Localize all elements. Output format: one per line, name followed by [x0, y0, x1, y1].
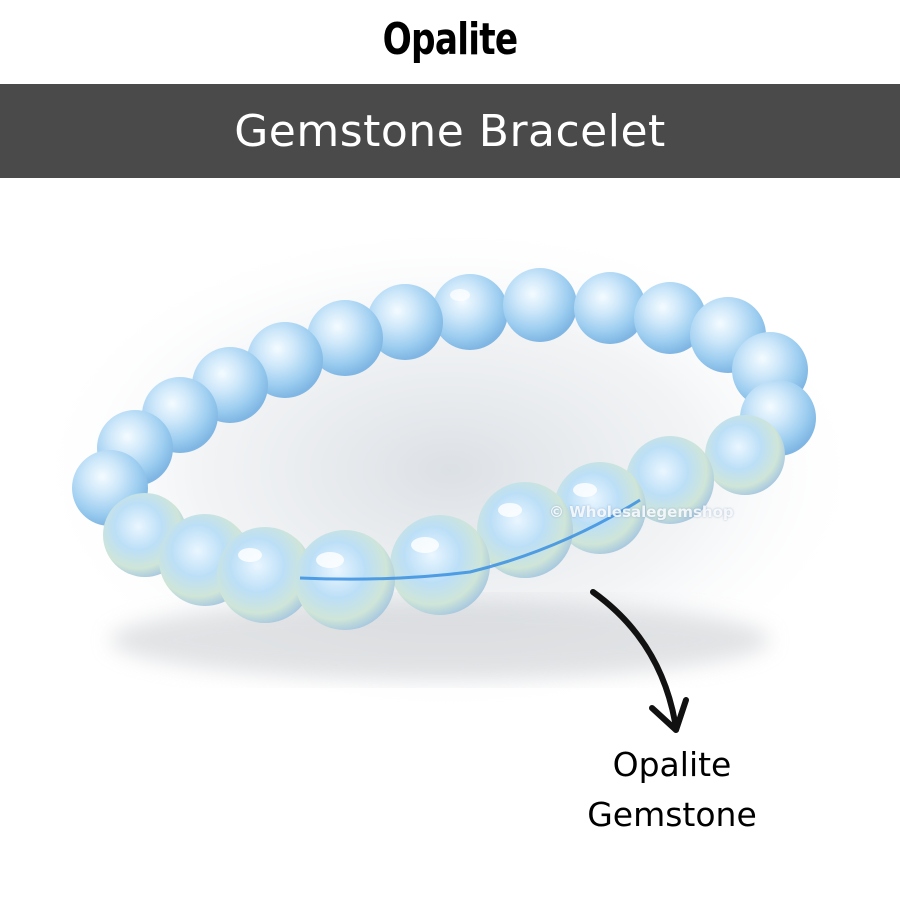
caption-line-2: Gemstone — [587, 795, 757, 834]
product-photo — [30, 220, 870, 733]
bracelet-illustration — [72, 268, 816, 630]
watermark: © Wholesalegemshop — [549, 503, 734, 521]
banner-text: Gemstone Bracelet — [234, 105, 666, 157]
arrow-caption: Opalite Gemstone — [572, 740, 772, 840]
page-title: Opalite — [382, 13, 518, 65]
caption-line-1: Opalite — [612, 745, 732, 784]
curved-arrow-down-icon — [590, 589, 689, 733]
title-banner: Gemstone Bracelet — [0, 84, 900, 178]
